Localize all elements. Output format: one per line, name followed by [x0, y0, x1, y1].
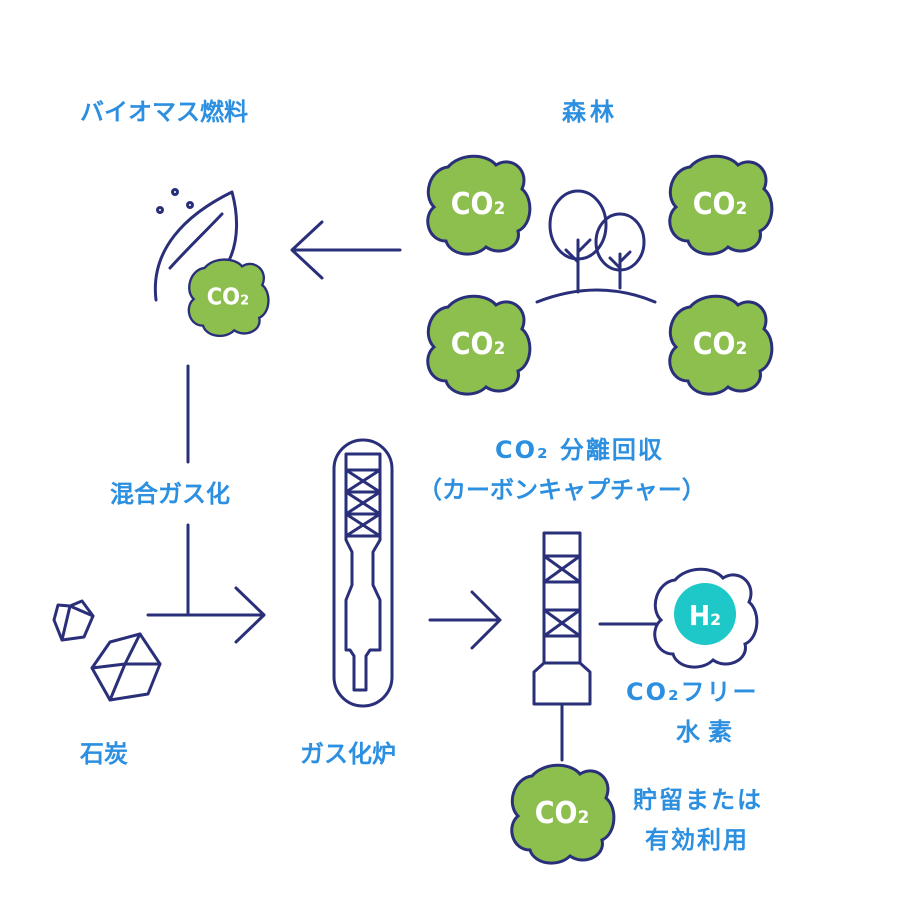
label-co2-free-hydrogen-1: CO₂フリー: [626, 678, 759, 706]
co2-bubble-storage: CO₂: [510, 763, 616, 865]
co2-bubble-forest-2: CO₂: [668, 154, 774, 256]
tree-icon: [535, 189, 657, 304]
h2-bubble: H₂: [653, 567, 759, 669]
co2-bubble-label: CO₂: [207, 283, 250, 311]
co2-bubble-label: CO₂: [451, 187, 506, 222]
co2-bubble-label: CO₂: [693, 327, 748, 362]
separation-tower-icon: [532, 531, 662, 762]
co2-bubble-label: CO₂: [451, 327, 506, 362]
gasifier-icon: [332, 438, 394, 708]
label-forest: 森林: [562, 98, 618, 126]
label-coal: 石炭: [79, 740, 128, 768]
co2-bubble-forest-4: CO₂: [668, 294, 774, 396]
flow-line-biomass: [146, 364, 266, 644]
label-storage-1: 貯留または: [633, 786, 763, 814]
label-mixed-gasification: 混合ガス化: [110, 480, 230, 508]
co2-bubble-forest-3: CO₂: [426, 294, 532, 396]
label-co2-separation: CO₂ 分離回収: [495, 436, 664, 464]
arrow-gasifier-to-separator: [428, 590, 502, 650]
co2-bubble-forest-1: CO₂: [426, 154, 532, 256]
label-storage-2: 有効利用: [645, 826, 749, 854]
co2-bubble-biomass: CO₂: [187, 258, 270, 338]
label-biomass: バイオマス燃料: [80, 98, 248, 126]
label-carbon-capture: （カーボンキャプチャー）: [418, 476, 706, 504]
h2-bubble-label: H₂: [689, 599, 721, 632]
arrow-forest-to-biomass: [290, 220, 402, 280]
co2-bubble-label: CO₂: [693, 187, 748, 222]
label-gasifier: ガス化炉: [300, 740, 396, 768]
co2-bubble-label: CO₂: [535, 796, 590, 831]
coal-icon: [52, 599, 162, 702]
label-co2-free-hydrogen-2: 水素: [676, 718, 740, 746]
